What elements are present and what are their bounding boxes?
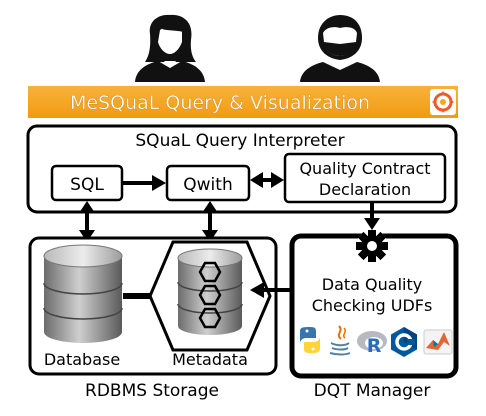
interpreter-title: SQuaL Query Interpreter	[135, 131, 344, 151]
female-user-icon	[135, 14, 205, 82]
arrow-qwith-metadata	[202, 201, 218, 242]
arrow-contract-gear	[364, 203, 380, 230]
database-label: Database	[44, 350, 120, 369]
rdbms-storage-panel: RDBMS Storage Database Metadata	[28, 236, 278, 401]
arrow-sql-storage	[79, 201, 95, 242]
arrow-dqt-metadata	[250, 282, 292, 298]
banner: MeSQuaL Query & Visualization	[28, 86, 458, 118]
database-cylinder-icon	[43, 244, 123, 343]
udf-label-1: Data Quality	[322, 275, 422, 294]
matlab-icon	[423, 329, 453, 355]
sql-label: SQL	[70, 175, 104, 195]
rdbms-storage-label: RDBMS Storage	[85, 381, 219, 401]
qwith-label: Qwith	[183, 175, 232, 195]
r-icon: R	[357, 331, 387, 357]
contract-box	[283, 152, 447, 204]
metadata-label: Metadata	[172, 350, 248, 369]
dqt-manager-label: DQT Manager	[314, 381, 431, 401]
sql-box	[50, 164, 124, 202]
gear-icon	[356, 230, 388, 262]
interpreter-panel: SQuaL Query Interpreter SQL Qwith Qualit…	[26, 124, 458, 214]
contract-label-2: Declaration	[319, 180, 411, 199]
c-icon	[391, 327, 417, 357]
banner-title: MeSQuaL Query & Visualization	[70, 92, 370, 114]
java-icon	[329, 325, 351, 356]
grafana-logo	[430, 89, 456, 115]
contract-label-1: Quality Contract	[299, 159, 430, 178]
svg-text:R: R	[367, 335, 382, 357]
dqt-manager-panel: DQT Manager Data Quality Checking UDFs	[289, 230, 459, 401]
qwith-box	[165, 164, 251, 202]
male-user-icon	[300, 15, 380, 82]
udf-label-2: Checking UDFs	[312, 296, 433, 315]
python-icon	[300, 327, 320, 353]
metadata-hexagon	[148, 240, 272, 352]
